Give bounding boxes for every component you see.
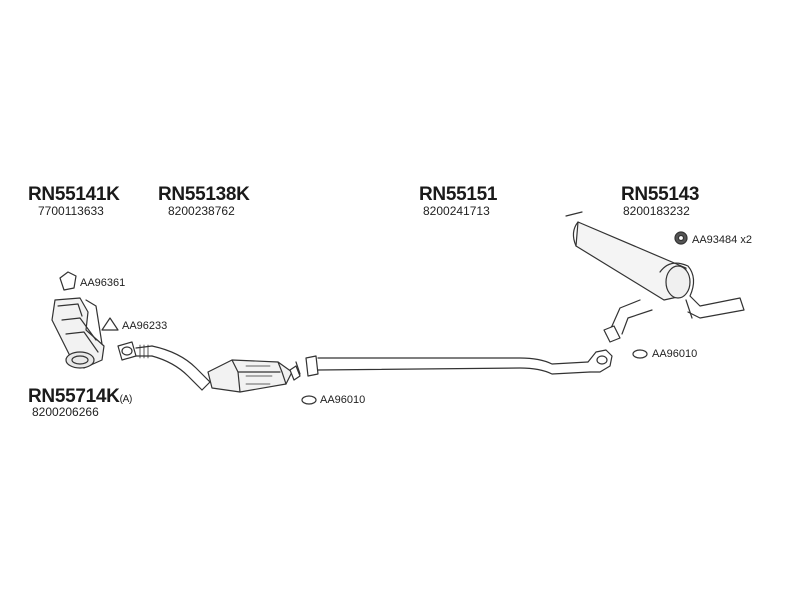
gasket-aa96233-shape [101,317,119,331]
accessory-aa93484[interactable]: AA93484 x2 [692,234,752,246]
mount-aa93484-shape [674,231,688,245]
oem-number-center-pipe: 8200241713 [423,204,490,218]
part-code-center-pipe[interactable]: RN55151 [419,184,498,205]
oem-number-rear-muffler: 8200183232 [623,204,690,218]
gasket-aa96010-right-shape [632,349,648,359]
accessory-aa96010-right[interactable]: AA96010 [652,348,698,360]
part-code-manifold-cat[interactable]: RN55714K(A) [28,386,132,408]
part-code-manifold-cat-text: RN55714K [28,386,120,407]
accessory-aa96010-left[interactable]: AA96010 [320,394,366,406]
oem-number-front-pipe: 7700113633 [38,204,104,218]
oem-number-manifold-cat: 8200206266 [32,405,99,419]
gasket-aa96361-shape [59,271,77,291]
gasket-aa96010-left-shape [301,395,317,405]
front-pipe-drawing [117,341,301,393]
center-pipe-drawing [305,349,613,377]
manifold-catalyst-drawing [51,297,105,369]
accessory-aa96233[interactable]: AA96233 [122,320,168,332]
part-code-manifold-cat-suffix: (A) [119,394,133,405]
accessory-aa96361[interactable]: AA96361 [80,277,126,289]
rear-muffler-drawing [565,211,745,343]
part-code-front-pipe[interactable]: RN55141K [28,184,120,205]
part-code-cat-pipe[interactable]: RN55138K [158,184,250,205]
oem-number-cat-pipe: 8200238762 [168,204,235,218]
part-code-rear-muffler[interactable]: RN55143 [621,184,700,205]
